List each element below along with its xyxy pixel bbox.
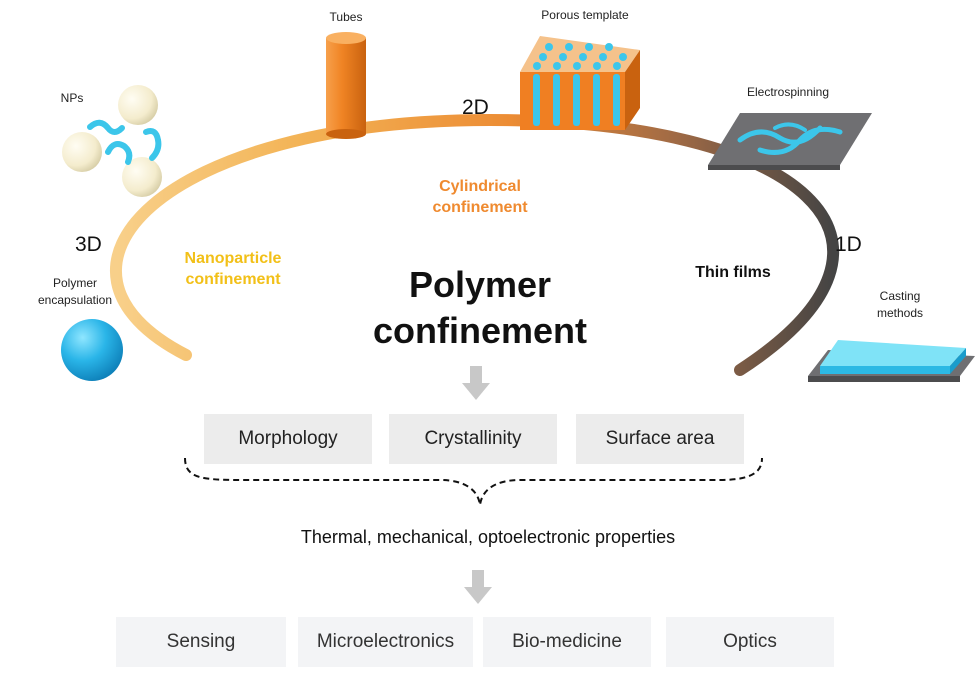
characteristic-surface-area: Surface area	[576, 414, 744, 464]
electrospinning-label: Electrospinning	[746, 85, 830, 99]
electrospinning-illustration	[708, 113, 872, 170]
porous-template-label: Porous template	[541, 8, 629, 22]
title-line2: confinement	[372, 310, 587, 351]
characteristic-crystallinity: Crystallinity	[389, 414, 557, 464]
application-bio-medicine: Bio-medicine	[483, 617, 651, 667]
casting-methods-label: Casting methods	[855, 288, 945, 322]
dashed-brace	[184, 457, 763, 506]
down-arrow-2	[464, 570, 492, 604]
application-optics: Optics	[666, 617, 834, 667]
polymer-encapsulation-line2: encapsulation	[37, 293, 113, 307]
nanoparticle-line1: Nanoparticle	[184, 250, 282, 267]
down-arrow-1	[462, 366, 490, 400]
nps-illustration	[62, 85, 162, 197]
nanoparticle-confinement-label: Nanoparticle confinement	[158, 248, 308, 290]
casting-methods-line1: Casting	[879, 289, 921, 303]
polymer-encapsulation-label: Polymer encapsulation	[20, 275, 130, 309]
casting-methods-line2: methods	[876, 306, 924, 320]
cylindrical-line1: Cylindrical	[439, 178, 521, 195]
polymer-encapsulation-line1: Polymer	[52, 276, 97, 290]
nanoparticle-line2: confinement	[185, 271, 281, 288]
properties-text: Thermal, mechanical, optoelectronic prop…	[300, 527, 676, 547]
nps-label: NPs	[60, 91, 84, 105]
casting-illustration	[808, 340, 975, 382]
tubes-illustration	[326, 32, 366, 139]
page-title: Polymer confinement	[330, 262, 630, 354]
tubes-label: Tubes	[329, 10, 363, 24]
confinement-arc	[110, 113, 840, 376]
porous-template-illustration	[520, 36, 640, 130]
title-line1: Polymer	[408, 264, 552, 305]
encapsulation-sphere	[61, 319, 123, 381]
application-sensing: Sensing	[116, 617, 286, 667]
characteristic-morphology: Morphology	[204, 414, 372, 464]
cylindrical-line2: confinement	[432, 199, 528, 216]
application-microelectronics: Microelectronics	[298, 617, 473, 667]
dimension-1d-label: 1D	[835, 233, 862, 256]
dimension-2d-label: 2D	[462, 96, 489, 119]
cylindrical-confinement-label: Cylindrical confinement	[410, 176, 550, 218]
dimension-3d-label: 3D	[75, 233, 102, 256]
thin-films-label: Thin films	[695, 264, 771, 281]
